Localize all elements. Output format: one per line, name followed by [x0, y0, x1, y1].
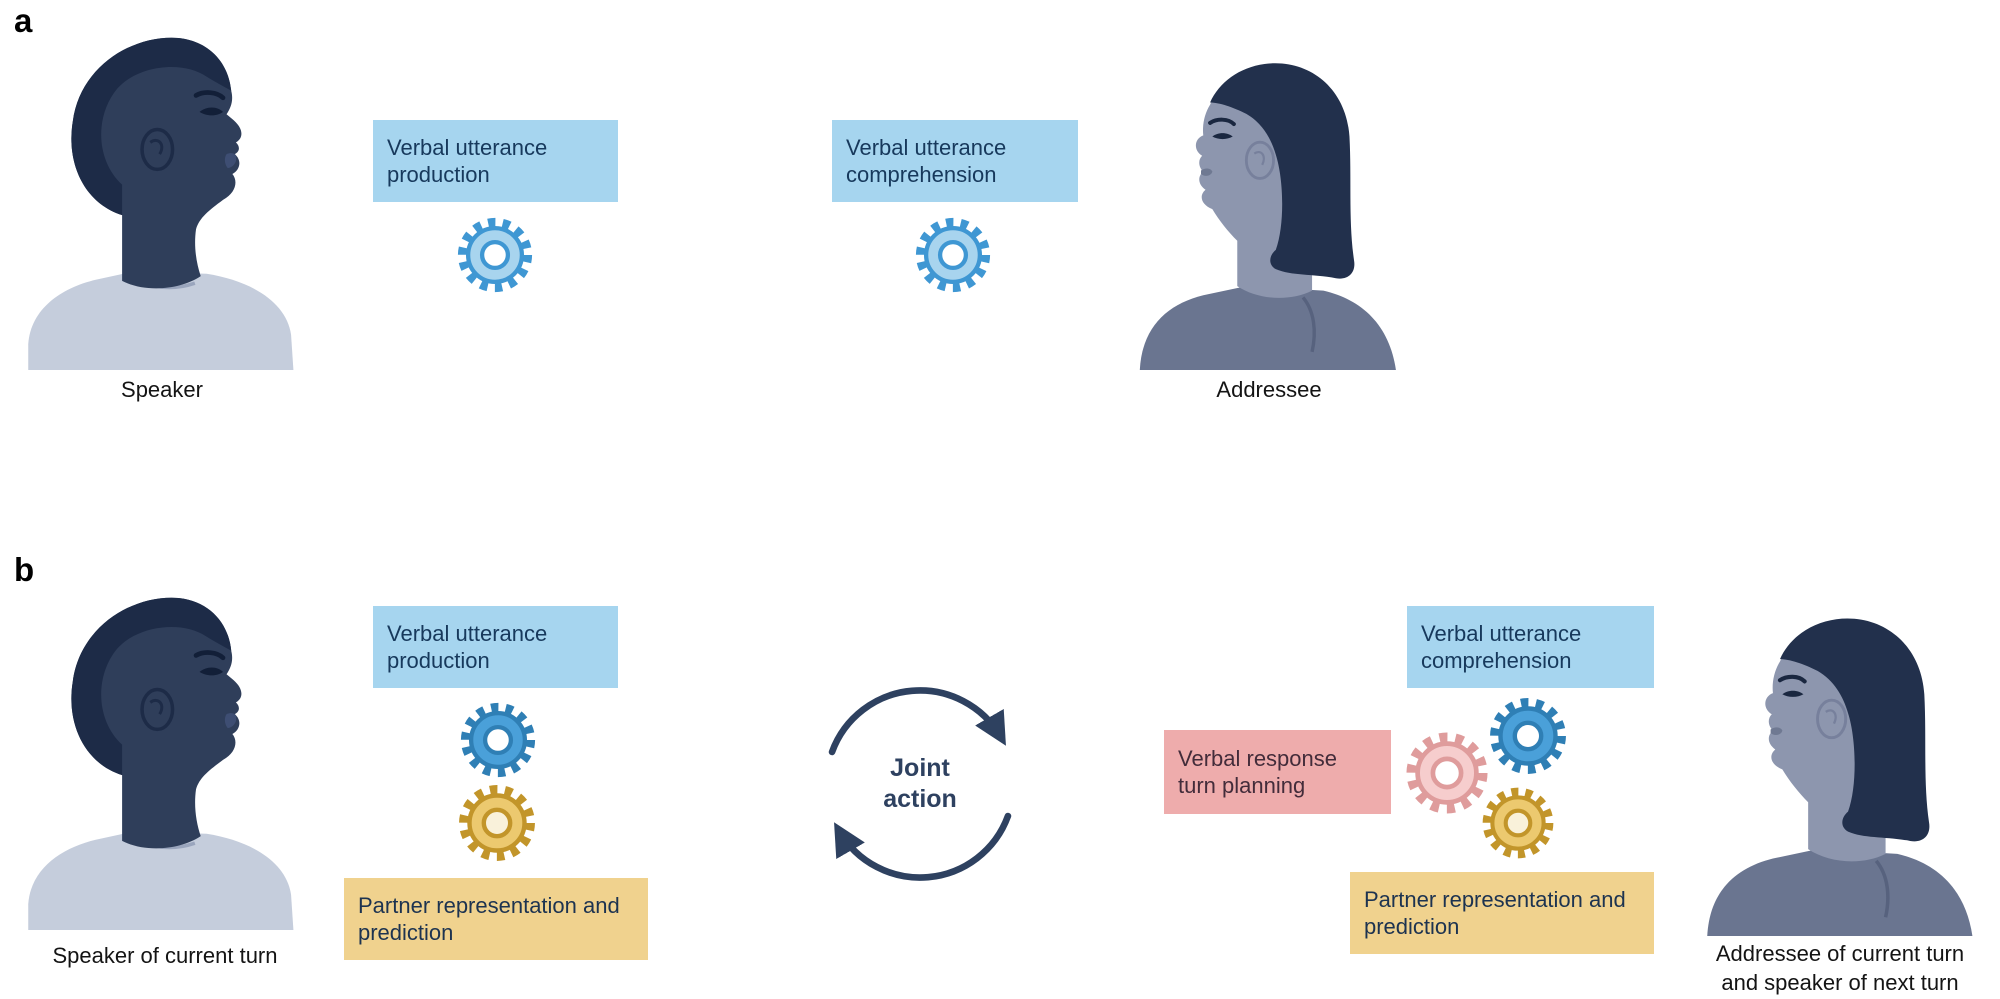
gear-icon: [453, 779, 541, 867]
gear-icon: [910, 212, 996, 298]
addressee-illustration: [1122, 30, 1416, 370]
caption-addressee-current-turn: Addressee of current turn and speaker of…: [1680, 940, 2000, 997]
speaker-current-turn-illustration: [14, 578, 310, 930]
caption-addressee: Addressee: [1216, 377, 1322, 402]
gear-icon: [452, 212, 538, 298]
gear-icon: [1477, 782, 1559, 864]
joint-action-label: Joint action: [883, 754, 957, 813]
gear-icon: [1484, 692, 1572, 780]
box-verbal-utterance-production: Verbal utterance production: [373, 120, 618, 202]
caption-speaker: Speaker: [121, 377, 203, 402]
panel-b-label: b: [14, 551, 35, 588]
box-verbal-utterance-comprehension: Verbal utterance comprehension: [832, 120, 1078, 202]
addressee-current-turn-illustration: [1694, 584, 1988, 936]
caption-speaker-current-turn: Speaker of current turn: [52, 943, 278, 968]
gear-icon: [455, 697, 541, 783]
panel-a-label: a: [14, 2, 33, 39]
speaker-illustration: [14, 18, 310, 370]
box-partner-representation: Partner representation and prediction: [1350, 872, 1654, 954]
caption-addressee-line2: and speaker of next turn: [1721, 969, 1959, 995]
box-verbal-response-turn-planning: Verbal response turn planning: [1164, 730, 1391, 814]
caption-addressee-line1: Addressee of current turn: [1715, 941, 1965, 966]
box-partner-representation: Partner representation and prediction: [344, 878, 648, 960]
box-verbal-utterance-production: Verbal utterance production: [373, 606, 618, 688]
box-verbal-utterance-comprehension: Verbal utterance comprehension: [1407, 606, 1654, 688]
